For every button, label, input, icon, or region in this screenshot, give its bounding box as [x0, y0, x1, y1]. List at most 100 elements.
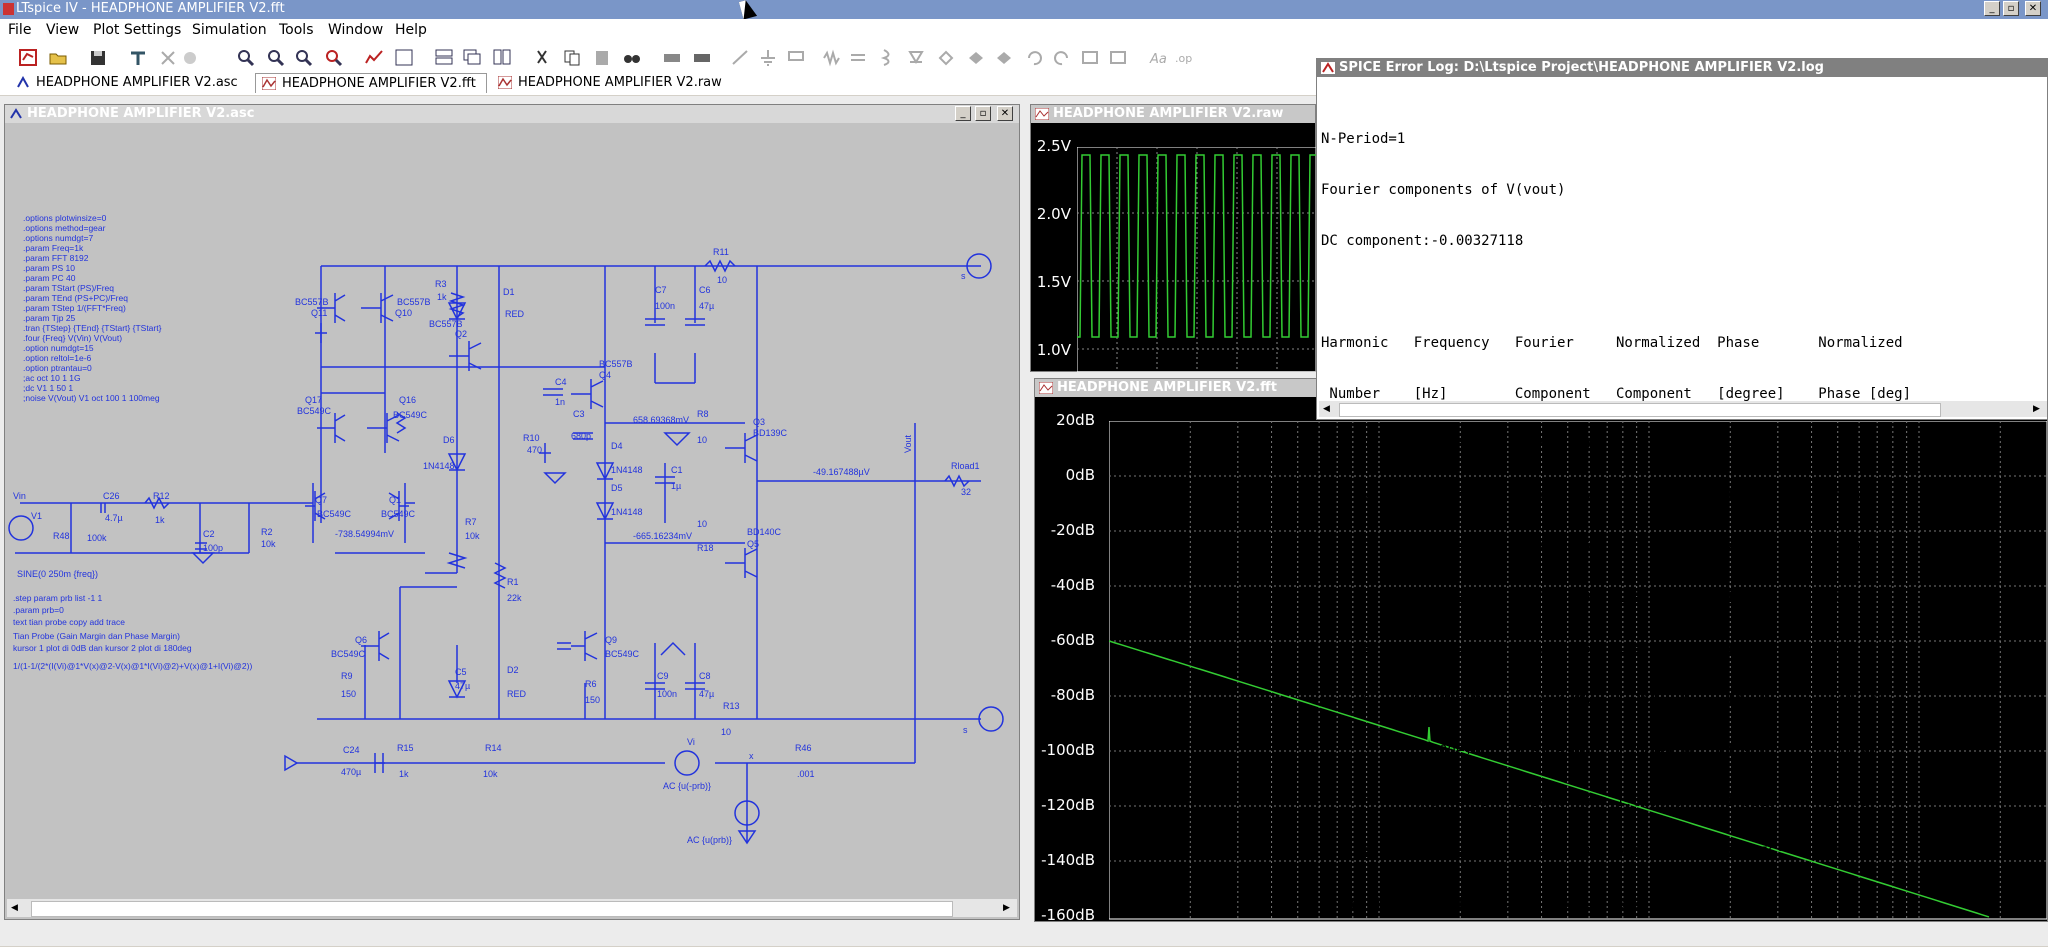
scroll-right-arrow-icon[interactable]: ▶: [1003, 903, 1010, 913]
part-value: 47µ: [699, 301, 714, 311]
paste-icon[interactable]: [592, 48, 612, 67]
control-panel-icon[interactable]: [128, 48, 148, 67]
menu-view[interactable]: View: [46, 22, 80, 38]
raw-plot-window[interactable]: HEADPHONE AMPLIFIER V2.raw 2.5V 2.0V 1.5…: [1030, 104, 1317, 372]
fft-plot-area[interactable]: [1109, 421, 2047, 921]
pick-visible-traces-icon[interactable]: [394, 48, 414, 67]
directive-line: .four {Freq} V(Vin) V(Vout): [23, 333, 122, 343]
text-icon[interactable]: Aa: [1148, 48, 1168, 67]
diode-icon[interactable]: [906, 48, 926, 67]
waveform-icon: [1035, 108, 1049, 120]
log-line: 8 8.000e+03 2.507e-06 1.005e-06 -179.23°…: [1321, 794, 1886, 810]
tab-raw[interactable]: HEADPHONE AMPLIFIER V2.raw: [492, 73, 732, 93]
part-label: V1: [31, 511, 42, 521]
move-icon[interactable]: [966, 48, 986, 67]
part-value: 100p: [203, 543, 223, 553]
note-line: Tian Probe (Gain Margin dan Phase Margin…: [13, 631, 180, 641]
rotate-icon[interactable]: [1080, 48, 1100, 67]
minimize-button[interactable]: _: [1984, 1, 2000, 16]
find-icon[interactable]: [622, 48, 642, 67]
menu-file[interactable]: File: [8, 22, 32, 38]
scroll-left-arrow-icon[interactable]: ◀: [1323, 404, 1330, 414]
error-log-text: N-Period=1 Fourier components of V(vout)…: [1321, 97, 1911, 947]
print-preview-icon[interactable]: [662, 48, 682, 67]
label-net-icon[interactable]: [786, 48, 806, 67]
fft-y-tick: -140dB: [1041, 851, 1095, 869]
part-label: BC557B: [599, 359, 633, 369]
log-line: Harmonic Frequency Fourier Normalized Ph…: [1321, 335, 1903, 351]
schematic-restore-button[interactable]: ▫: [975, 106, 991, 121]
part-label: BC557B: [397, 297, 431, 307]
cut-icon[interactable]: [532, 48, 552, 67]
part-value: 10: [697, 435, 707, 445]
components: [8, 253, 1004, 826]
part-value: 47µ: [455, 681, 470, 691]
part-label: C8: [699, 671, 711, 681]
autorange-icon[interactable]: [364, 48, 384, 67]
pan-icon[interactable]: [266, 48, 286, 67]
close-button[interactable]: ✕: [2025, 1, 2041, 16]
tab-schematic[interactable]: HEADPHONE AMPLIFIER V2.asc: [10, 73, 250, 93]
part-label: R14: [485, 743, 502, 753]
schematic-horizontal-scrollbar[interactable]: ◀ ▶: [7, 899, 1017, 917]
component-icon[interactable]: [936, 48, 956, 67]
copy-icon[interactable]: [562, 48, 582, 67]
menu-help[interactable]: Help: [395, 22, 427, 38]
menu-window[interactable]: Window: [328, 22, 384, 38]
fft-y-tick: -20dB: [1050, 521, 1095, 539]
part-value: Q11: [311, 308, 327, 318]
spice-error-log-window[interactable]: SPICE Error Log: D:\Ltspice Project\HEAD…: [1316, 58, 2048, 912]
spice-log-icon: [1321, 62, 1335, 74]
part-label: D1: [503, 287, 515, 297]
spice-directive-icon[interactable]: .op: [1174, 48, 1194, 67]
svg-text:Aa: Aa: [1149, 52, 1167, 67]
tab-fft[interactable]: HEADPHONE AMPLIFIER V2.fft: [255, 73, 487, 93]
drag-icon[interactable]: [994, 48, 1014, 67]
halt-icon[interactable]: [180, 48, 200, 67]
menu-tools[interactable]: Tools: [279, 22, 314, 38]
log-line: 2 2.000e+03 2.562e-05 1.027e-05 115.52° …: [1321, 488, 1878, 504]
run-icon[interactable]: [158, 48, 178, 67]
raw-plot-area[interactable]: [1077, 147, 1317, 372]
tile-horizontal-icon[interactable]: [434, 48, 454, 67]
wire-icon[interactable]: [730, 48, 750, 67]
save-icon[interactable]: [88, 48, 108, 67]
part-label: R10: [523, 433, 540, 443]
scroll-left-arrow-icon[interactable]: ◀: [11, 903, 18, 913]
note-line: text tian probe copy add trace: [13, 617, 125, 627]
log-line: [1321, 284, 1911, 301]
zoom-out-icon[interactable]: [294, 48, 314, 67]
new-schematic-icon[interactable]: [18, 48, 38, 67]
fft-y-tick: 0dB: [1065, 466, 1095, 484]
error-log-horizontal-scrollbar[interactable]: ◀ ▶: [1319, 401, 2047, 417]
schematic-close-button[interactable]: ✕: [997, 106, 1013, 121]
zoom-in-icon[interactable]: [236, 48, 256, 67]
part-value: 10: [721, 727, 731, 737]
scroll-thumb[interactable]: [1339, 403, 1941, 417]
maximize-button[interactable]: ▫: [2003, 1, 2019, 16]
schematic-canvas[interactable]: R11 10 D1 RED R3 1k BC557B Q11 BC557B Q1…: [5, 123, 1019, 898]
scroll-right-arrow-icon[interactable]: ▶: [2033, 404, 2040, 414]
redo-icon[interactable]: [1052, 48, 1072, 67]
cascade-icon[interactable]: [462, 48, 482, 67]
scroll-thumb[interactable]: [31, 901, 953, 917]
raw-y-tick: 1.5V: [1036, 273, 1071, 291]
undo-icon[interactable]: [1024, 48, 1044, 67]
part-value: 22k: [507, 593, 522, 603]
inductor-icon[interactable]: [876, 48, 896, 67]
tile-vertical-icon[interactable]: [492, 48, 512, 67]
mirror-icon[interactable]: [1108, 48, 1128, 67]
print-icon[interactable]: [692, 48, 712, 67]
wires: [15, 265, 981, 843]
schematic-window[interactable]: HEADPHONE AMPLIFIER V2.asc _ ▫ ✕: [4, 104, 1020, 920]
menu-simulation[interactable]: Simulation: [192, 22, 267, 38]
resistor-icon[interactable]: [822, 48, 842, 67]
ground-icon[interactable]: [758, 48, 778, 67]
part-value: 4.7µ: [105, 513, 123, 523]
zoom-fit-icon[interactable]: [324, 48, 344, 67]
menu-plot-settings[interactable]: Plot Settings: [93, 22, 182, 38]
capacitor-icon[interactable]: [848, 48, 868, 67]
open-folder-icon[interactable]: [48, 48, 68, 67]
schematic-minimize-button[interactable]: _: [955, 106, 971, 121]
log-line: 5 5.000e+03 4.231e-06 1.697e-06 -178.81°…: [1321, 641, 1886, 657]
